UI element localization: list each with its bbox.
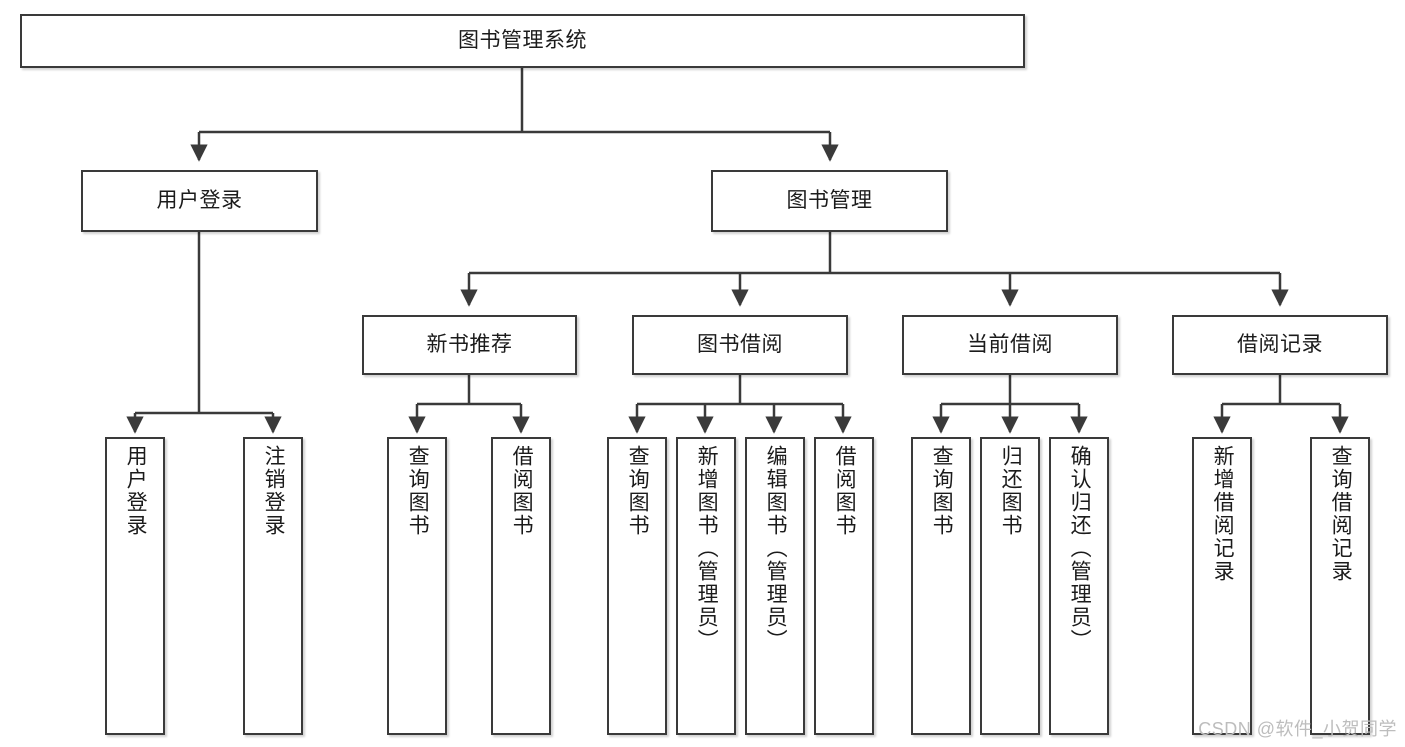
leaf-new-book-borrow-label: 借阅图书 (510, 445, 534, 537)
leaf-current-confirm-return-label: 确认归还（管理员） (1068, 445, 1092, 652)
node-user-login[interactable]: 用户登录 (81, 170, 318, 232)
leaf-record-query[interactable]: 查询借阅记录 (1310, 437, 1370, 735)
leaf-current-return-book-label: 归还图书 (999, 445, 1023, 537)
node-current-borrow[interactable]: 当前借阅 (902, 315, 1118, 375)
leaf-borrow-borrow-book[interactable]: 借阅图书 (814, 437, 874, 735)
node-book-management-label: 图书管理 (786, 188, 873, 212)
node-new-book-recommend[interactable]: 新书推荐 (362, 315, 577, 375)
leaf-borrow-edit-book-label: 编辑图书（管理员） (764, 445, 788, 652)
node-book-borrow-label: 图书借阅 (697, 332, 783, 356)
node-user-login-label: 用户登录 (156, 188, 243, 212)
node-borrow-record-label: 借阅记录 (1237, 332, 1323, 356)
leaf-new-book-borrow[interactable]: 借阅图书 (491, 437, 551, 735)
leaf-borrow-add-book[interactable]: 新增图书（管理员） (676, 437, 736, 735)
watermark: CSDN @软件_小贺同学 (1198, 719, 1397, 739)
node-book-management[interactable]: 图书管理 (711, 170, 948, 232)
leaf-current-query-book-label: 查询图书 (930, 445, 954, 537)
node-book-borrow[interactable]: 图书借阅 (632, 315, 848, 375)
node-new-book-recommend-label: 新书推荐 (426, 332, 513, 356)
node-current-borrow-label: 当前借阅 (967, 332, 1053, 356)
leaf-borrow-borrow-book-label: 借阅图书 (833, 445, 857, 537)
leaf-record-add[interactable]: 新增借阅记录 (1192, 437, 1252, 735)
leaf-current-return-book[interactable]: 归还图书 (980, 437, 1040, 735)
leaf-new-book-query[interactable]: 查询图书 (387, 437, 447, 735)
node-root[interactable]: 图书管理系统 (20, 14, 1025, 68)
leaf-borrow-add-book-label: 新增图书（管理员） (695, 445, 719, 652)
leaf-user-login-logout[interactable]: 注销登录 (243, 437, 303, 735)
leaf-user-login-login-label: 用户登录 (124, 445, 148, 537)
leaf-current-confirm-return[interactable]: 确认归还（管理员） (1049, 437, 1109, 735)
node-root-label: 图书管理系统 (458, 28, 587, 52)
leaf-borrow-query-book-label: 查询图书 (626, 445, 650, 537)
leaf-borrow-edit-book[interactable]: 编辑图书（管理员） (745, 437, 805, 735)
leaf-user-login-logout-label: 注销登录 (262, 445, 286, 537)
leaf-record-query-label: 查询借阅记录 (1329, 445, 1353, 583)
leaf-current-query-book[interactable]: 查询图书 (911, 437, 971, 735)
leaf-borrow-query-book[interactable]: 查询图书 (607, 437, 667, 735)
leaf-record-add-label: 新增借阅记录 (1211, 445, 1235, 583)
leaf-user-login-login[interactable]: 用户登录 (105, 437, 165, 735)
node-borrow-record[interactable]: 借阅记录 (1172, 315, 1388, 375)
leaf-new-book-query-label: 查询图书 (406, 445, 430, 537)
